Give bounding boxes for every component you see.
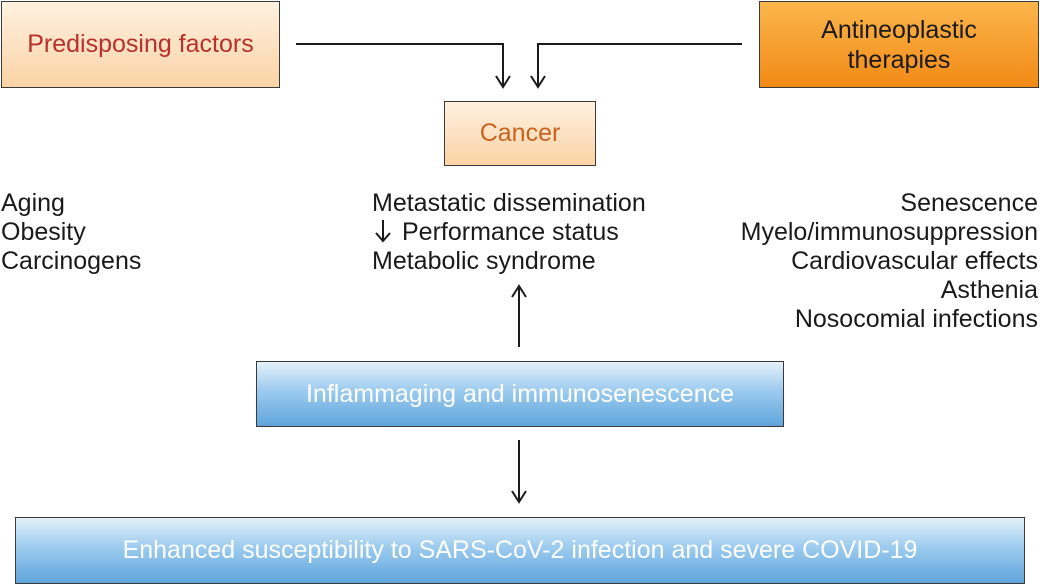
therapy-effects-list: Senescence Myelo/immunosuppression Cardi… xyxy=(741,189,1038,334)
cancer-effects-list: Metastatic dissemination Performance sta… xyxy=(372,189,646,276)
predisposing-factors-box: Predisposing factors xyxy=(1,1,280,88)
therapies-arrowhead xyxy=(530,75,546,89)
therapy-effect-item: Cardiovascular effects xyxy=(791,247,1038,275)
inflammaging-label: Inflammaging and immunosenescence xyxy=(305,379,734,408)
predisposing-factors-list: Aging Obesity Carcinogens xyxy=(1,189,141,276)
therapy-effect-item: Asthenia xyxy=(940,276,1038,304)
predisposing-factor-item: Obesity xyxy=(1,218,86,246)
antineoplastic-label-line1: Antineoplastic xyxy=(821,15,977,44)
down-arrow-icon xyxy=(375,220,391,243)
predisposing-factors-label: Predisposing factors xyxy=(27,30,254,58)
inflammaging-box: Inflammaging and immunosenescence xyxy=(256,361,784,427)
predisposing-factor-item: Aging xyxy=(1,189,65,217)
cancer-effect-text: Performance status xyxy=(402,218,619,246)
therapy-effect-item: Senescence xyxy=(900,189,1038,217)
antineoplastic-therapies-box: Antineoplastic therapies xyxy=(759,1,1039,88)
cancer-label: Cancer xyxy=(479,119,561,147)
therapy-effect-item: Nosocomial infections xyxy=(794,305,1038,333)
antineoplastic-label-line2: therapies xyxy=(847,45,951,74)
predisposing-arrowhead xyxy=(495,75,511,89)
cancer-effect-item: Performance status xyxy=(372,218,646,247)
covid-down-arrowhead xyxy=(511,490,527,504)
therapies-to-cancer-arrow xyxy=(537,43,742,86)
covid-susceptibility-label: Enhanced susceptibility to SARS-CoV-2 in… xyxy=(122,536,918,564)
inflammaging-up-arrowhead xyxy=(511,284,527,298)
therapy-effect-item: Myelo/immunosuppression xyxy=(740,218,1038,246)
cancer-box: Cancer xyxy=(444,101,596,166)
predisposing-factor-item: Carcinogens xyxy=(1,247,142,275)
cancer-effect-item: Metabolic syndrome xyxy=(372,247,596,275)
cancer-effect-item: Metastatic dissemination xyxy=(372,189,646,217)
predisposing-to-cancer-arrow xyxy=(296,43,504,86)
covid-susceptibility-box: Enhanced susceptibility to SARS-CoV-2 in… xyxy=(15,517,1025,584)
